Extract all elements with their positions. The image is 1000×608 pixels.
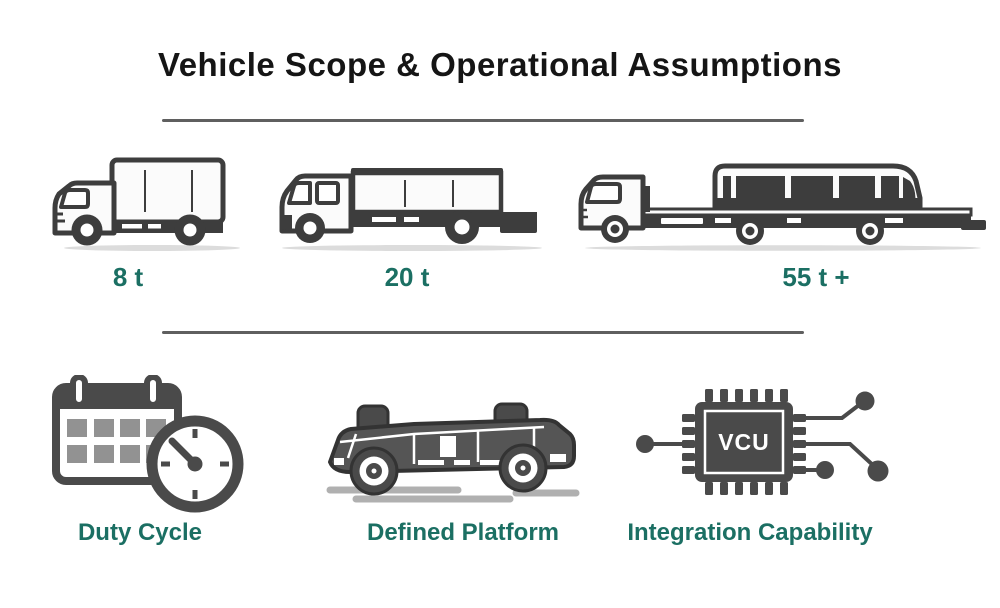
calendar-clock-icon	[52, 375, 244, 513]
vcu-chip-icon: VCU	[636, 389, 889, 495]
capability-label-defined-platform: Defined Platform	[366, 519, 560, 546]
heavy-carrier-truck-icon	[578, 163, 986, 251]
divider-middle	[162, 331, 804, 334]
capability-label-integration-capability: Integration Capability	[627, 519, 873, 546]
weight-label-8t: 8 t	[112, 262, 144, 292]
box-truck-icon	[52, 157, 240, 251]
platform-vehicle-icon	[326, 402, 580, 503]
capability-label-duty-cycle: Duty Cycle	[77, 519, 203, 546]
divider-top	[162, 119, 804, 122]
flatbed-truck-icon	[279, 168, 542, 251]
weight-label-55t: 55 t +	[782, 262, 850, 292]
weight-label-20t: 20 t	[384, 262, 430, 292]
vcu-chip-label: VCU	[718, 429, 770, 455]
page-title: Vehicle Scope & Operational Assumptions	[158, 46, 842, 83]
